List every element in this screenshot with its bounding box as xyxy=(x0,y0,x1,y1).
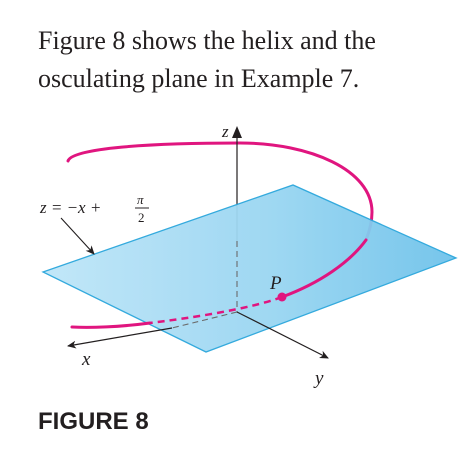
z-axis-label: z xyxy=(221,122,229,141)
equation-leader-arrow xyxy=(60,217,95,255)
figure-caption: FIGURE 8 xyxy=(38,408,149,435)
plane-equation-numerator: π xyxy=(137,192,144,207)
helix-back-arc xyxy=(66,141,374,242)
intro-line-2: osculating plane in Example 7. xyxy=(38,64,360,93)
z-axis-arrowhead xyxy=(232,126,242,138)
x-axis-label: x xyxy=(81,349,91,370)
plane-equation-denominator: 2 xyxy=(138,210,145,225)
helix-lower-arc xyxy=(70,321,152,329)
point-p-label: P xyxy=(269,273,282,294)
helix-front-arc xyxy=(280,238,368,299)
intro-line-1: Figure 8 shows the helix and the xyxy=(38,26,376,55)
x-axis xyxy=(67,327,173,349)
helix-hidden-arc xyxy=(149,295,283,325)
intro-paragraph: Figure 8 shows the helix and the osculat… xyxy=(38,22,458,98)
point-p xyxy=(277,292,287,302)
plane-equation-lhs: z = −x + xyxy=(39,198,106,217)
x-axis-hidden xyxy=(171,311,238,329)
y-axis-label: y xyxy=(313,368,324,389)
y-axis xyxy=(236,311,329,359)
osculating-plane xyxy=(41,184,458,353)
